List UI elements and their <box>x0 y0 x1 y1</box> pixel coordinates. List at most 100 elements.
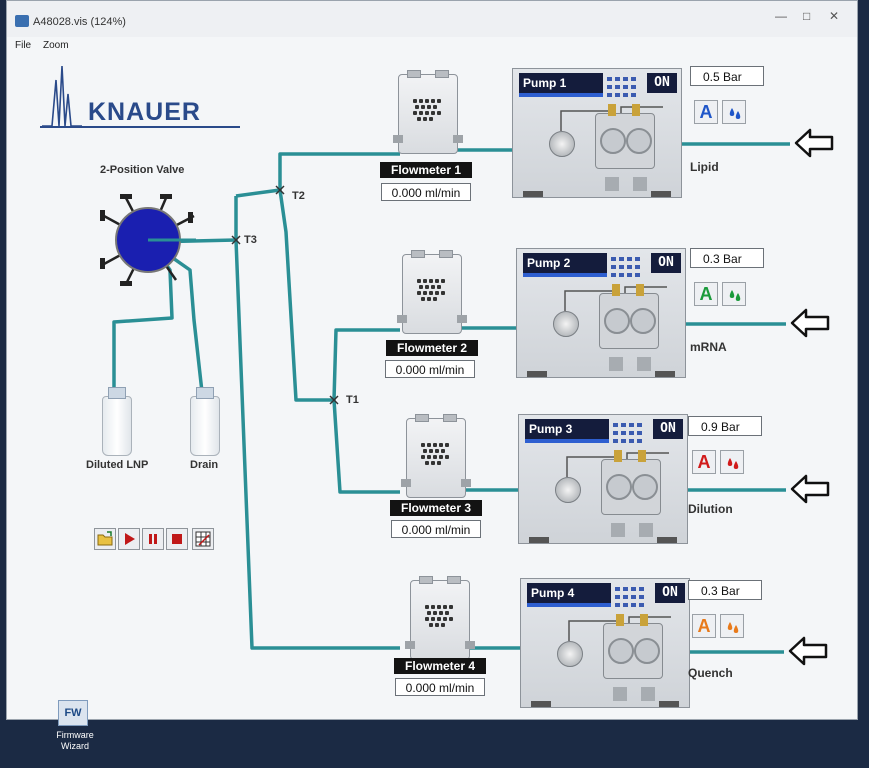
drops-icon <box>727 458 739 469</box>
grid-edit-button[interactable] <box>192 528 214 550</box>
tube-t3-flowmeter4 <box>234 196 400 650</box>
minimize-icon[interactable]: — <box>775 9 787 23</box>
flowmeter-1-device[interactable] <box>393 70 463 154</box>
pump-4-keypad-icon <box>613 585 649 611</box>
pump-3-pressure: 0.9 Bar <box>688 416 762 436</box>
pump-3-mode-button[interactable]: A <box>692 450 716 474</box>
flowmeter-3-cap <box>443 414 457 422</box>
pump-2-valve-icon <box>612 284 620 296</box>
pump-1-leg <box>605 177 619 191</box>
pump-4-valve-icon <box>640 614 648 626</box>
pump-4-leg <box>641 687 655 701</box>
flowmeter-4-label: Flowmeter 4 <box>394 658 486 674</box>
pump-3-wheel-icon <box>606 474 632 500</box>
pump-2-body <box>599 284 659 349</box>
pump-4-status[interactable]: ON <box>655 583 685 603</box>
pump-4-name: Pump 4 <box>527 583 611 603</box>
flowmeter-4-logo-icon <box>425 605 455 629</box>
logo-text: KNAUER <box>88 98 201 126</box>
pause-icon <box>149 534 157 544</box>
pump-2-liquid-label: mRNA <box>690 340 727 354</box>
pump-2-drops-button[interactable] <box>722 282 746 306</box>
menu-file[interactable]: File <box>15 40 32 51</box>
pump-2-leg <box>637 357 651 371</box>
pump-1-wheel-icon <box>626 128 652 154</box>
pump-1-drops-button[interactable] <box>722 100 746 124</box>
flowmeter-1-cap <box>407 70 421 78</box>
pump-1-pressure: 0.5 Bar <box>690 66 764 86</box>
junction-t1-mark <box>329 395 339 405</box>
pump-2-valve-icon <box>636 284 644 296</box>
flowmeter-2-logo-icon <box>417 279 447 303</box>
pump-4-mode-button[interactable]: A <box>692 614 716 638</box>
pump-3-status[interactable]: ON <box>653 419 683 439</box>
tube-t2-t3 <box>235 188 281 198</box>
pump-4-drops-button[interactable] <box>720 614 744 638</box>
pump-1-keypad-icon <box>605 75 641 101</box>
play-button[interactable] <box>118 528 140 550</box>
pump-4-valve-icon <box>616 614 624 626</box>
pause-button[interactable] <box>142 528 164 550</box>
pump-2-inlet-arrow-icon[interactable] <box>790 308 832 338</box>
open-folder-button[interactable] <box>94 528 116 550</box>
pump-3-name-bar <box>525 439 609 443</box>
flowmeter-2-device[interactable] <box>397 250 467 334</box>
pump-4-inlet-arrow-icon[interactable] <box>788 636 830 666</box>
pump-3-drops-button[interactable] <box>720 450 744 474</box>
pump-3-panel[interactable]: Pump 3 ON <box>518 414 688 544</box>
flowmeter-1-logo-icon <box>413 99 443 123</box>
bottle-drain-label: Drain <box>190 459 219 471</box>
bottle-diluted-lnp-label: Diluted LNP <box>86 459 149 471</box>
valve-label: 2-Position Valve <box>100 164 185 176</box>
flowmeter-1-cap <box>435 70 449 78</box>
flowmeter-2-value: 0.000 ml/min <box>385 360 475 378</box>
drops-icon <box>727 622 739 633</box>
flowmeter-3-device[interactable] <box>401 414 471 498</box>
pump-2-panel[interactable]: Pump 2 ON <box>516 248 686 378</box>
firmware-wizard-label: Firmware Wizard <box>56 730 94 751</box>
pump-3-valve-icon <box>614 450 622 462</box>
pump-2-keypad-icon <box>609 255 645 281</box>
menu-zoom[interactable]: Zoom <box>43 40 69 51</box>
pump-3-name: Pump 3 <box>525 419 609 439</box>
pump-1-liquid-label: Lipid <box>690 160 719 174</box>
pump-2-status[interactable]: ON <box>651 253 681 273</box>
pump-3-foot <box>529 537 549 543</box>
pump-4-panel[interactable]: Pump 4 ON <box>520 578 690 708</box>
pump-3-inlet-arrow-icon[interactable] <box>790 474 832 504</box>
maximize-icon[interactable]: □ <box>803 9 811 23</box>
pump-1-panel[interactable]: Pump 1 ON <box>512 68 682 198</box>
firmware-wizard-desktop-icon[interactable]: FW Firmware Wizard <box>52 700 96 764</box>
flowmeter-3-value: 0.000 ml/min <box>391 520 481 538</box>
pump-2-wheel-icon <box>630 308 656 334</box>
pump-4-wheel-icon <box>608 638 634 664</box>
bottle-cap <box>196 387 214 399</box>
flowmeter-3-cap <box>415 414 429 422</box>
close-icon[interactable]: ✕ <box>829 9 840 23</box>
pump-1-inlet-arrow-icon[interactable] <box>794 128 836 158</box>
pump-2-name: Pump 2 <box>523 253 607 273</box>
pump-2-foot <box>527 371 547 377</box>
junction-t2: T2 <box>292 190 305 202</box>
pump-1-mode-button[interactable]: A <box>694 100 718 124</box>
play-icon <box>125 533 135 545</box>
flowmeter-4-port <box>465 641 475 649</box>
pump-2-wheel-icon <box>604 308 630 334</box>
pump-4-body <box>603 614 663 679</box>
pump-2-mode-button[interactable]: A <box>694 282 718 306</box>
bottle-drain <box>190 387 220 456</box>
pump-1-wheel-icon <box>600 128 626 154</box>
app-icon <box>15 15 29 27</box>
menu-bar: File Zoom <box>7 37 857 55</box>
pump-1-status[interactable]: ON <box>647 73 677 93</box>
valve-icon[interactable] <box>96 190 206 292</box>
pump-4-wheel-icon <box>634 638 660 664</box>
stop-button[interactable] <box>166 528 188 550</box>
chromatogram-logo-icon <box>42 65 82 127</box>
flowmeter-4-device[interactable] <box>405 576 475 660</box>
pump-1-valve-icon <box>632 104 640 116</box>
pump-2-head-icon <box>553 311 579 337</box>
tube-t2-flowmeter1 <box>278 152 400 190</box>
flowmeter-1-label: Flowmeter 1 <box>380 162 472 178</box>
pump-3-valve-icon <box>638 450 646 462</box>
